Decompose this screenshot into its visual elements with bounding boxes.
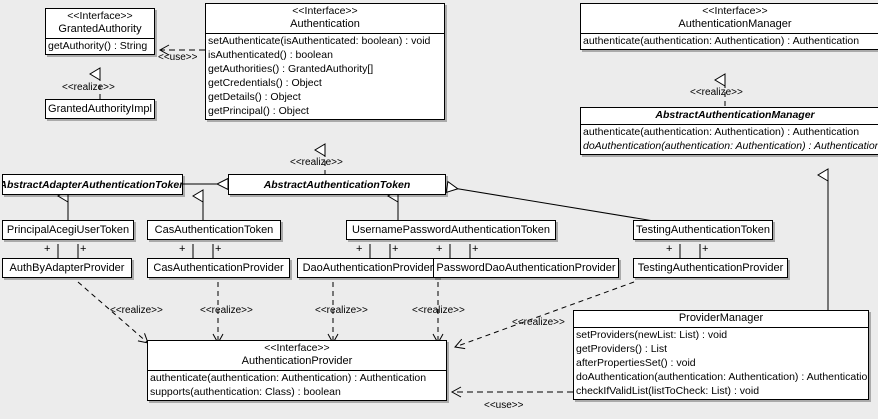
operation: getCredentials() : Object (208, 77, 322, 89)
class-authentication-provider[interactable]: <<Interface>> AuthenticationProvider aut… (147, 340, 447, 401)
class-auth-by-adapter-provider[interactable]: AuthByAdapterProvider (2, 258, 132, 278)
class-abstract-authentication-token[interactable]: AbstractAuthenticationToken (228, 174, 446, 195)
class-header: <<Interface>> AuthenticationProvider (148, 341, 446, 370)
class-name-label: AbstractAdapterAuthenticationToken (2, 178, 183, 191)
stereotype-label: <<Interface>> (702, 5, 768, 17)
edge-label-use-provider-manager: <<use>> (484, 400, 524, 411)
divider (581, 124, 878, 125)
operations-compartment: authenticate(authentication: Authenticat… (148, 371, 446, 400)
class-name-label: TestingAuthenticationProvider (637, 262, 784, 274)
operation: getPrincipal() : Object (208, 105, 309, 117)
class-name-label: DaoAuthenticationProvider (302, 262, 434, 274)
class-cas-authentication-provider[interactable]: CasAuthenticationProvider (147, 258, 290, 278)
edge-label-realize-provider-1: <<realize>> (110, 305, 163, 316)
class-name-label: GrantedAuthorityImpl (48, 103, 152, 115)
class-abstract-adapter-authentication-token[interactable]: AbstractAdapterAuthenticationToken (2, 174, 183, 195)
edge-label-realize-provider-2: <<realize>> (200, 305, 253, 316)
class-name-label: AbstractAuthenticationToken (263, 178, 411, 191)
class-name-label: ProviderManager (678, 312, 764, 324)
operation: doAuthentication(authentication: Authent… (583, 140, 878, 152)
divider (574, 327, 868, 328)
operation: getDetails() : Object (208, 91, 301, 103)
class-authentication-manager[interactable]: <<Interface>> AuthenticationManager auth… (580, 3, 878, 50)
assoc-visibility-marker: + (179, 243, 186, 255)
divider (581, 33, 878, 34)
class-testing-authentication-provider[interactable]: TestingAuthenticationProvider (633, 258, 788, 278)
class-name-label: PasswordDaoAuthenticationProvider (436, 262, 616, 274)
operations-compartment: setAuthenticate(isAuthenticated: boolean… (206, 34, 444, 119)
stereotype-label: <<Interface>> (67, 10, 133, 22)
assoc-visibility-marker: + (666, 243, 673, 255)
class-name-label: AuthenticationProvider (241, 355, 353, 367)
operation: checkIfValidList(listToCheck: List) : vo… (576, 385, 760, 397)
class-header: ProviderManager (574, 311, 868, 327)
edge-label-realize-provider-4: <<realize>> (412, 305, 465, 316)
operation: getAuthority() : String (48, 40, 148, 52)
class-name-label: AbstractAuthenticationManager (655, 109, 815, 121)
class-password-dao-authentication-provider[interactable]: PasswordDaoAuthenticationProvider (433, 258, 619, 278)
assoc-visibility-marker: + (392, 243, 399, 255)
class-name-label: CasAuthenticationToken (154, 224, 274, 236)
assoc-visibility-marker: + (702, 243, 709, 255)
stereotype-label: <<Interface>> (264, 342, 330, 354)
assoc-visibility-marker: + (472, 243, 479, 255)
class-header: AbstractAuthenticationManager (581, 108, 878, 124)
class-header: <<Interface>> GrantedAuthority (46, 9, 154, 38)
operation: authenticate(authentication: Authenticat… (583, 126, 860, 138)
edge-label-use-granted-authority: <<use>> (158, 52, 198, 63)
edge-label-realize-provider-3: <<realize>> (315, 305, 368, 316)
operation: supports(authentication: Class) : boolea… (150, 386, 341, 398)
class-header: <<Interface>> Authentication (206, 4, 444, 33)
divider (46, 38, 154, 39)
operation: setProviders(newList: List) : void (576, 329, 728, 341)
class-dao-authentication-provider[interactable]: DaoAuthenticationProvider (297, 258, 439, 278)
operation: authenticate(authentication: Authenticat… (150, 372, 427, 384)
operation: afterPropertiesSet() : void (576, 357, 696, 369)
edge-label-realize-granted-impl: <<realize>> (62, 82, 115, 93)
stereotype-label: <<Interface>> (292, 5, 358, 17)
class-name-label: AuthenticationManager (678, 18, 792, 30)
operation: getProviders() : List (576, 343, 668, 355)
class-name-label: Authentication (290, 18, 360, 30)
class-granted-authority[interactable]: <<Interface>> GrantedAuthority getAuthor… (45, 8, 155, 55)
class-cas-authentication-token[interactable]: CasAuthenticationToken (147, 220, 281, 240)
class-name-label: AuthByAdapterProvider (9, 262, 125, 274)
operations-compartment: authenticate(authentication: Authenticat… (581, 34, 878, 49)
edge-generalization-testingauthenticationtoken (447, 187, 661, 223)
assoc-visibility-marker: + (215, 243, 222, 255)
class-authentication[interactable]: <<Interface>> Authentication setAuthenti… (205, 3, 445, 120)
class-name-label: PrincipalAcegiUserToken (6, 224, 130, 236)
operation: getAuthorities() : GrantedAuthority[] (208, 63, 374, 75)
assoc-visibility-marker: + (356, 243, 363, 255)
class-abstract-authentication-manager[interactable]: AbstractAuthenticationManager authentica… (580, 107, 878, 155)
class-principal-acegi-user-token[interactable]: PrincipalAcegiUserToken (2, 220, 134, 240)
operation: isAuthenticated() : boolean (208, 49, 333, 61)
edge-label-realize-provider-5: <<realize>> (512, 317, 565, 328)
class-header: <<Interface>> AuthenticationManager (581, 4, 878, 33)
class-granted-authority-impl[interactable]: GrantedAuthorityImpl (45, 99, 155, 119)
assoc-visibility-marker: + (44, 243, 51, 255)
class-name-label: GrantedAuthority (58, 23, 142, 35)
operation: setAuthenticate(isAuthenticated: boolean… (208, 35, 431, 47)
assoc-visibility-marker: + (436, 243, 443, 255)
class-name-label: UsernamePasswordAuthenticationToken (351, 224, 551, 236)
operations-compartment: setProviders(newList: List) : void getPr… (574, 328, 868, 399)
operation: authenticate(authentication: Authenticat… (583, 35, 860, 47)
operations-compartment: getAuthority() : String (46, 39, 154, 54)
assoc-visibility-marker: + (80, 243, 87, 255)
class-name-label: TestingAuthenticationToken (636, 224, 770, 236)
edge-label-realize-manager: <<realize>> (690, 87, 743, 98)
divider (206, 33, 444, 34)
operations-compartment: authenticate(authentication: Authenticat… (581, 125, 878, 154)
class-username-password-authentication-token[interactable]: UsernamePasswordAuthenticationToken (346, 220, 556, 240)
class-provider-manager[interactable]: ProviderManager setProviders(newList: Li… (573, 310, 869, 400)
class-testing-authentication-token[interactable]: TestingAuthenticationToken (633, 220, 773, 240)
divider (148, 370, 446, 371)
class-name-label: CasAuthenticationProvider (153, 262, 284, 274)
edge-label-realize-authentication-token: <<realize>> (290, 157, 343, 168)
operation: doAuthentication(authentication: Authent… (576, 371, 869, 383)
